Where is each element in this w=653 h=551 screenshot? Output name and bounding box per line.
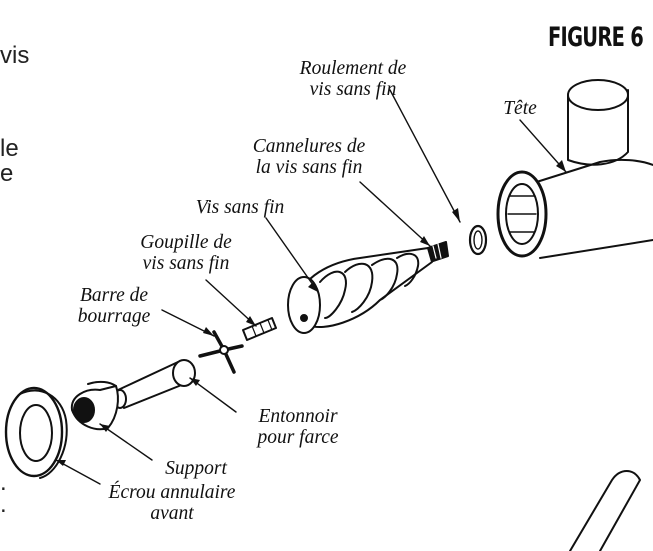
roulement-part bbox=[468, 224, 488, 256]
partial-tube-part bbox=[569, 470, 641, 551]
label-vis-sans-fin: Vis sans fin bbox=[195, 197, 285, 218]
label-goupille: Goupille de vis sans fin bbox=[140, 232, 232, 274]
label-roulement: Roulement de vis sans fin bbox=[299, 58, 407, 100]
label-entonnoir: Entonnoir pour farce bbox=[257, 406, 339, 448]
margin-text-line-1: vis bbox=[0, 42, 30, 69]
label-barre: Barre de bourrage bbox=[77, 285, 151, 327]
label-cannelures: Cannelures de la vis sans fin bbox=[252, 136, 366, 178]
label-ecrou: Écrou annulaire avant bbox=[108, 482, 236, 524]
margin-text-line-5: . bbox=[0, 491, 7, 518]
goupille-part bbox=[242, 317, 277, 341]
figure-title: FIGURE 6 bbox=[548, 22, 644, 53]
margin-text-line-2: le bbox=[0, 135, 19, 162]
margin-text-line-3: e bbox=[0, 160, 14, 187]
leader-arrowheads bbox=[56, 160, 566, 466]
tete-part bbox=[496, 79, 653, 259]
label-tete: Tête bbox=[503, 98, 537, 119]
vis-sans-fin-part bbox=[287, 247, 433, 334]
margin-text-line-4: . bbox=[0, 469, 7, 496]
barre-part bbox=[198, 330, 244, 374]
label-support: Support bbox=[165, 458, 227, 479]
support-part bbox=[70, 380, 119, 431]
ecrou-part bbox=[4, 386, 68, 479]
entonnoir-part bbox=[113, 359, 196, 409]
